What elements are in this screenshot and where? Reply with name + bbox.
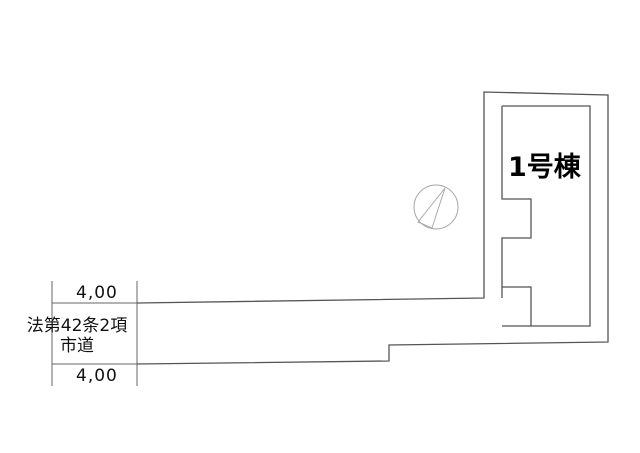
lot-boundary — [136, 91, 609, 365]
building-footprint — [501, 105, 591, 327]
road-classification-line1: 法第42条2項 — [26, 316, 128, 336]
road-dimension-lines — [51, 281, 138, 386]
road-classification: 法第42条2項 市道 — [16, 316, 138, 356]
north-arrow-icon — [413, 184, 459, 230]
road-width-bottom-label: 4,00 — [76, 366, 118, 386]
building-label: 1号棟 — [508, 152, 581, 183]
road-width-top-label: 4,00 — [76, 283, 118, 303]
road-classification-line2: 市道 — [60, 336, 94, 356]
